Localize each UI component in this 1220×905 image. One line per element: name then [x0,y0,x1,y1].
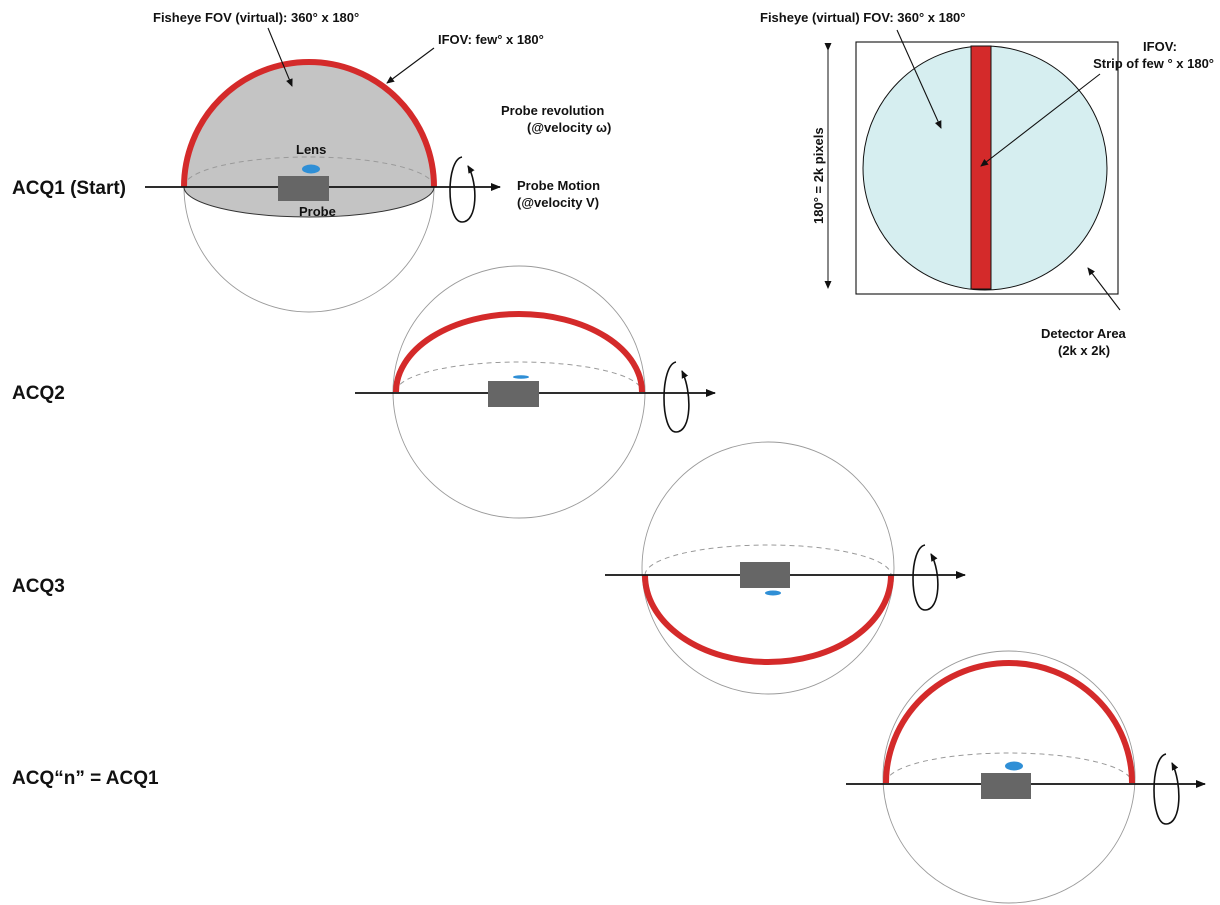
acq2-lens [513,375,529,379]
acqn-group: ACQ“n” = ACQ1 [12,650,1206,904]
acq3-equator-back [644,544,892,576]
acqn-label: ACQ“n” = ACQ1 [12,768,159,789]
acq1-rotation-icon [449,156,476,223]
probe-revolution-label: Probe revolution [501,103,604,118]
acqn-sphere-outline [882,650,1136,904]
acq3-probe-body [740,562,790,588]
acqn-lens [1005,761,1023,771]
acq3-lens [765,590,781,596]
acq3-sphere-outline [641,441,895,695]
acq2-equator-back [395,361,643,393]
velocity-v-label: (@velocity V) [517,195,599,210]
detector-ifov-title: IFOV: [1143,39,1177,54]
acq2-rotation-icon [663,361,690,433]
detector-fov-label: Fisheye (virtual) FOV: 360° x 180° [760,10,966,25]
acq1-lens [302,164,320,174]
detector-ifov-strip-label: Strip of few ° x 180° [1093,56,1214,71]
acq3-label: ACQ3 [12,576,65,597]
acqn-equator-back [885,752,1133,784]
detector-area-size: (2k x 2k) [1058,343,1110,358]
velocity-omega-label: (@velocity ω) [527,120,611,135]
detector-panel: Fisheye (virtual) FOV: 360° x 180° IFOV:… [760,10,1214,358]
probe-motion-label: Probe Motion [517,178,600,193]
detector-area-pointer [1087,267,1121,311]
acqn-rotation-icon [1153,753,1180,825]
acq1-label: ACQ1 (Start) [12,178,126,199]
ifov-pointer [386,47,435,84]
acq3-ifov-arc [642,574,894,665]
detector-fov-pointer [896,29,942,129]
detector-ifov-strip [970,45,992,290]
acq3-rotation-icon [912,544,939,611]
acq2-ifov-arc [393,311,645,393]
acq2-label: ACQ2 [12,383,65,404]
probe-label: Probe [299,204,336,219]
acq2-probe-body [488,381,539,407]
detector-ifov-pointer [980,73,1101,167]
detector-frame [855,41,1119,295]
acqn-probe-body [981,773,1031,799]
fisheye-fov-pointer [267,27,293,87]
lens-label: Lens [296,142,326,157]
acq3-group: ACQ3 [12,441,966,695]
acq1-ifov-arc [181,59,437,188]
acq2-group: ACQ2 [12,265,716,519]
detector-area-title: Detector Area [1041,326,1127,341]
detector-height-label: 180° = 2k pixels [811,127,826,224]
acq1-probe-body [278,176,329,201]
fisheye-fov-label: Fisheye FOV (virtual): 360° x 180° [153,10,359,25]
acqn-ifov-arc [883,660,1135,784]
ifov-label: IFOV: few° x 180° [438,32,544,47]
acq1-group: ACQ1 (Start) Lens Probe Fisheye FOV (vir… [12,10,611,313]
acq1-equator-back [183,156,435,188]
